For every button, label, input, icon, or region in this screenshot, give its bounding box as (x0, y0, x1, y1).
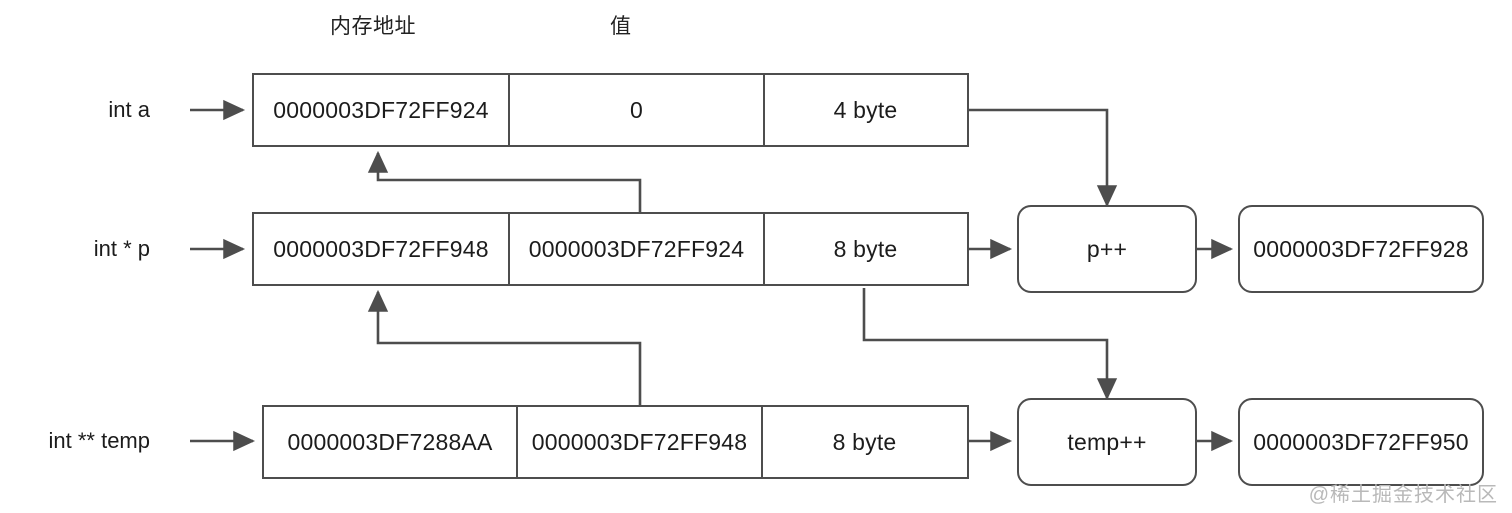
result-box-p-increment: 0000003DF72FF928 (1238, 205, 1484, 293)
variable-label-int-a: int a (108, 97, 150, 122)
memory-row-int-p: 0000003DF72FF948 0000003DF72FF924 8 byte (252, 212, 969, 286)
memory-row-int-a-size-cell: 4 byte (833, 96, 898, 123)
arrow-temp-value-to-p-address (367, 289, 642, 405)
memory-row-int-p-address-cell: 0000003DF72FF948 (254, 214, 510, 284)
memory-row-int-temp: 0000003DF7288AA 0000003DF72FF948 8 byte (262, 405, 969, 479)
memory-row-int-p-value-cell: 0000003DF72FF924 (510, 214, 765, 284)
arrow-row2-to-temp-increment (862, 288, 1118, 401)
memory-row-int-temp-value-cell: 0000003DF72FF948 (518, 407, 763, 477)
memory-row-int-a-value-cell: 0 (510, 75, 765, 145)
arrow-p-value-to-a-address (367, 150, 642, 212)
result-box-temp-increment: 0000003DF72FF950 (1238, 398, 1484, 486)
watermark: @稀土掘金技术社区 (1308, 484, 1498, 506)
operation-box-temp-increment: temp++ (1017, 398, 1197, 486)
column-header-value: 值 (610, 15, 632, 38)
memory-row-int-p-size-cell: 8 byte (833, 235, 898, 262)
memory-row-int-temp-size-cell: 8 byte (832, 428, 897, 455)
memory-row-int-temp-address-cell: 0000003DF7288AA (264, 407, 518, 477)
memory-row-int-a-address-cell: 0000003DF72FF924 (254, 75, 510, 145)
column-header-memory-address: 内存地址 (330, 15, 416, 38)
variable-label-int-p: int * p (93, 236, 150, 261)
arrow-row1-to-p-increment (969, 108, 1118, 208)
operation-box-p-increment: p++ (1017, 205, 1197, 293)
memory-row-int-a: 0000003DF72FF924 0 4 byte (252, 73, 969, 147)
variable-label-int-temp: int ** temp (48, 428, 151, 453)
